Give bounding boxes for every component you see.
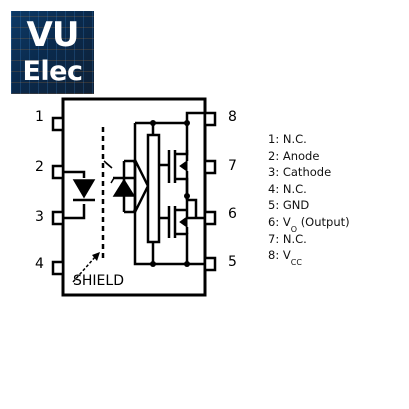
shield-label: SHIELD	[73, 273, 124, 289]
pin-num: 4:	[268, 181, 280, 196]
pin-description-row: 3: Cathode	[268, 164, 350, 181]
logo-text-line1: VU	[26, 15, 80, 55]
pin-number-8: 8	[228, 109, 237, 125]
input-led	[63, 170, 96, 220]
pin-number-5: 5	[228, 254, 237, 270]
pin-2-tab	[51, 164, 65, 180]
pin-description-row: 6: VO (Output)	[268, 214, 350, 234]
pin-number-3: 3	[35, 209, 44, 225]
pin-name: Cathode	[282, 165, 332, 180]
pin-name: V	[282, 214, 291, 229]
logo-text-line2: Elec	[22, 56, 83, 87]
pin-description-row: 8: VCC	[268, 247, 350, 268]
pin-number-1: 1	[35, 109, 44, 125]
pin-num: 5:	[268, 198, 280, 213]
pin-num: 6:	[268, 214, 280, 229]
junction-dots	[150, 120, 190, 267]
pin-description-row: 7: N.C.	[268, 231, 350, 248]
pin-number-4: 4	[35, 256, 44, 272]
pin-description-row: 1: N.C.	[268, 131, 350, 148]
pin-name: N.C.	[282, 132, 307, 146]
pin-description-row: 4: N.C.	[268, 181, 350, 198]
pin-subscript: CC	[290, 258, 302, 268]
output-transistors	[159, 123, 205, 264]
shield-arrow	[72, 255, 97, 283]
pin-num: 8:	[268, 248, 280, 263]
pin-5-tab	[203, 256, 217, 272]
pin-num: 3:	[268, 165, 280, 180]
pin-name: N.C.	[282, 231, 307, 246]
pin-number-2: 2	[35, 159, 44, 175]
pin-7-tab	[203, 159, 217, 175]
pin-6-tab	[203, 210, 217, 226]
vuelec-logo: VU Elec	[11, 11, 94, 94]
pin-3-tab	[51, 210, 65, 226]
pin-name: Anode	[282, 148, 320, 163]
pin-4-tab	[51, 260, 65, 276]
pin-suffix: (Output)	[300, 214, 350, 229]
pin-num: 7:	[268, 231, 280, 246]
pin-subscript: O	[290, 224, 298, 234]
pin-description-row: 2: Anode	[268, 148, 350, 165]
pin-number-7: 7	[228, 158, 237, 174]
shield-arrowhead	[92, 252, 100, 261]
pin-description-row: 5: GND	[268, 197, 350, 214]
pin-number-6: 6	[228, 206, 237, 222]
pin-8-tab	[203, 111, 217, 127]
pin-num: 2:	[268, 148, 280, 163]
pin-name: GND	[282, 198, 310, 213]
pin-1-tab	[51, 116, 65, 132]
pin-name: N.C.	[282, 181, 307, 196]
pin-description-list: 1: N.C. 2: Anode 3: Cathode 4: N.C. 5: G…	[268, 131, 350, 268]
amplifier	[133, 111, 205, 266]
pin-name: V	[282, 248, 291, 263]
pin-num: 1:	[268, 132, 280, 146]
